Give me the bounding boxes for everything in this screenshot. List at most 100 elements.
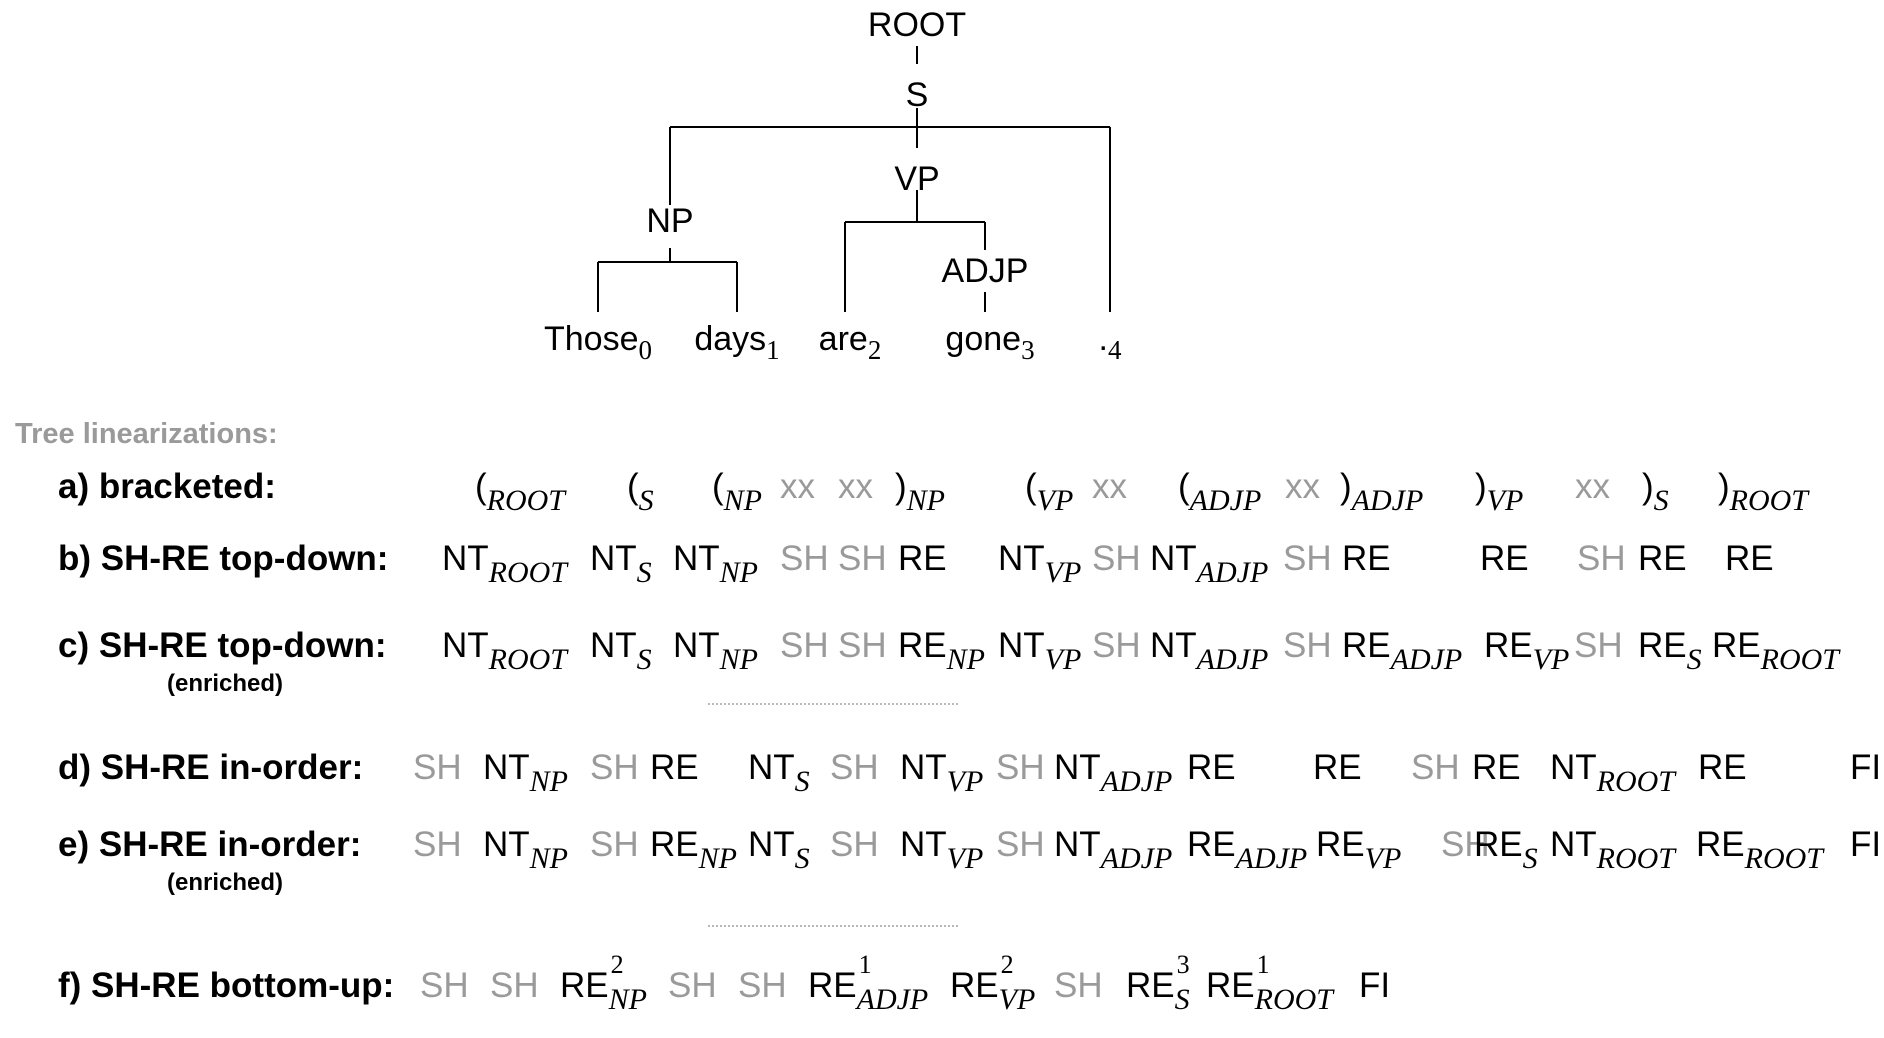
- token-sh: SH: [1092, 539, 1141, 578]
- token-re: RES: [1474, 825, 1538, 875]
- token-sh: SH: [490, 966, 539, 1005]
- token-sh: SH: [780, 539, 829, 578]
- token-nt: NTNP: [673, 539, 758, 589]
- token-re: RES: [1638, 626, 1702, 676]
- tree-word-3: gone3: [945, 320, 1035, 365]
- token-re: READJP: [1187, 825, 1308, 875]
- token-fi: FI: [1850, 825, 1882, 864]
- token-close-bracket: )VP: [1475, 467, 1524, 517]
- token-fi: FI: [1359, 966, 1391, 1005]
- token-re: REVP: [1316, 825, 1402, 875]
- token-nt: NTROOT: [442, 539, 567, 589]
- token-sh: SH: [590, 748, 639, 787]
- token-re: RE: [898, 539, 947, 578]
- token-re: RENP: [898, 626, 985, 676]
- tree-word-2: are2: [818, 320, 882, 365]
- row-label: b) SH-RE top-down:: [58, 539, 389, 578]
- token-re: RE: [1480, 539, 1529, 578]
- token-xx: xx: [838, 467, 873, 506]
- token-re: RE: [1472, 748, 1521, 787]
- tree-word-1: days1: [694, 320, 780, 365]
- token-re: RE: [1638, 539, 1687, 578]
- token-sh: SH: [1283, 539, 1332, 578]
- token-nt: NTS: [748, 825, 810, 875]
- token-close-bracket: )NP: [895, 467, 945, 517]
- token-nt: NTADJP: [1150, 539, 1269, 589]
- token-sh: SH: [830, 748, 879, 787]
- section-title: Tree linearizations:: [15, 418, 278, 450]
- row-label: a) bracketed:: [58, 467, 276, 506]
- token-nt: NTROOT: [442, 626, 567, 676]
- token-open-bracket: (S: [627, 467, 654, 517]
- token-xx: xx: [1575, 467, 1610, 506]
- token-nt: NTS: [590, 539, 652, 589]
- token-fi: FI: [1850, 748, 1882, 787]
- token-nt: NTROOT: [1550, 748, 1675, 798]
- token-re: RE: [1725, 539, 1774, 578]
- token-nt: NTS: [590, 626, 652, 676]
- row-label: c) SH-RE top-down:: [58, 626, 387, 665]
- tree-node-root: ROOT: [867, 6, 967, 44]
- token-sh: SH: [1574, 626, 1623, 665]
- token-sh: SH: [838, 539, 887, 578]
- dotted-separator: [708, 925, 958, 927]
- token-sh: SH: [1283, 626, 1332, 665]
- token-sh: SH: [738, 966, 787, 1005]
- tree-node-s: S: [905, 76, 929, 114]
- token-sh: SH: [420, 966, 469, 1005]
- tree-node-adjp: ADJP: [941, 252, 1029, 290]
- token-sh: SH: [413, 748, 462, 787]
- row-label: d) SH-RE in-order:: [58, 748, 364, 787]
- token-sh: SH: [1054, 966, 1103, 1005]
- token-nt: NTADJP: [1054, 748, 1173, 798]
- token-open-bracket: (NP: [712, 467, 762, 517]
- tree-node-vp: VP: [894, 160, 940, 198]
- token-nt: NTVP: [900, 825, 984, 875]
- token-sh: SH: [1092, 626, 1141, 665]
- token-sh: SH: [1411, 748, 1460, 787]
- token-re: RE: [1187, 748, 1236, 787]
- token-sh: SH: [590, 825, 639, 864]
- token-open-bracket: (ROOT: [475, 467, 565, 517]
- token-close-bracket: )S: [1642, 467, 1669, 517]
- token-nt: NTNP: [483, 748, 568, 798]
- tree-word-4: .4: [1098, 320, 1122, 365]
- token-xx: xx: [780, 467, 815, 506]
- token-nt: NTVP: [900, 748, 984, 798]
- row-sublabel: (enriched): [167, 869, 284, 896]
- token-nt: NTNP: [673, 626, 758, 676]
- token-re: REROOT: [1696, 825, 1823, 875]
- token-nt: NTROOT: [1550, 825, 1675, 875]
- token-re: READJP: [1342, 626, 1463, 676]
- token-sh: SH: [830, 825, 879, 864]
- token-nt: NTS: [748, 748, 810, 798]
- token-re: REVP: [1484, 626, 1570, 676]
- token-xx: xx: [1285, 467, 1320, 506]
- tree-word-0: Those0: [544, 320, 652, 365]
- tree-node-np: NP: [646, 202, 694, 240]
- token-sh: SH: [780, 626, 829, 665]
- token-nt: NTVP: [998, 539, 1082, 589]
- token-sh: SH: [413, 825, 462, 864]
- dotted-separator: [708, 703, 958, 705]
- token-re: REROOT: [1712, 626, 1839, 676]
- token-sh: SH: [1577, 539, 1626, 578]
- token-sh: SH: [996, 825, 1045, 864]
- token-open-bracket: (ADJP: [1178, 467, 1262, 517]
- row-in-order: d) SH-RE in-order: SH NTNP SH RE NTS SH NTVP SH…: [0, 750, 1884, 820]
- row-label: e) SH-RE in-order:: [58, 825, 362, 864]
- parse-tree-lines: [597, 46, 1111, 312]
- token-re: RE: [650, 748, 699, 787]
- token-xx: xx: [1092, 467, 1127, 506]
- token-re: RE: [1313, 748, 1362, 787]
- token-sh: SH: [996, 748, 1045, 787]
